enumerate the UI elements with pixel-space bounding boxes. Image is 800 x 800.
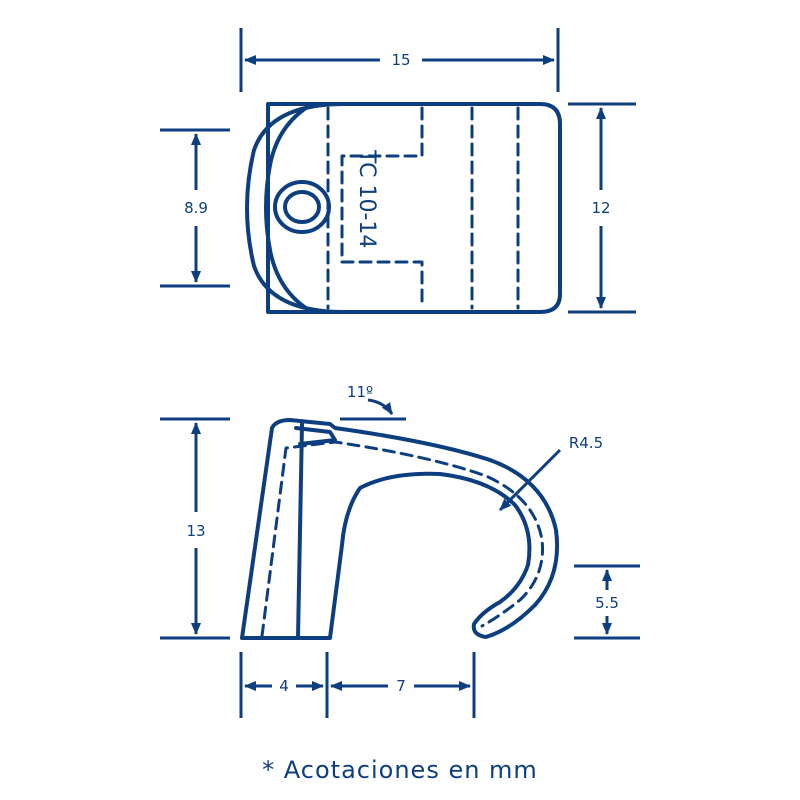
- dim-radius-r4-5: R4.5: [569, 434, 603, 452]
- footnote: * Acotaciones en mm: [262, 756, 538, 784]
- dim-angle-11: 11º: [347, 383, 373, 401]
- top-view-dimensions: [160, 28, 636, 314]
- top-view-outline: [266, 102, 562, 314]
- dim-hook-height-5-5: 5.5: [595, 594, 619, 612]
- side-view-outline: [240, 418, 560, 640]
- side-view-top-ledge: [294, 426, 337, 446]
- dim-opening-width-7: 7: [396, 677, 406, 695]
- dim-base-width-4: 4: [279, 677, 289, 695]
- side-view: [240, 418, 560, 640]
- dim-height-12: 12: [591, 199, 610, 217]
- side-view-hidden-line: [260, 440, 545, 638]
- dim-height-13: 13: [186, 522, 205, 540]
- dim-width-15: 15: [391, 51, 410, 69]
- top-view-inner-curve: [264, 102, 314, 314]
- part-marking: TC 10-14: [354, 149, 379, 248]
- dim-height-8-9: 8.9: [184, 199, 208, 217]
- mounting-hole-inner: [283, 190, 321, 224]
- top-view-front-curve: [245, 102, 346, 314]
- side-view-inner-line: [296, 422, 304, 640]
- top-view: [245, 102, 562, 314]
- side-view-dimensions: [160, 398, 640, 718]
